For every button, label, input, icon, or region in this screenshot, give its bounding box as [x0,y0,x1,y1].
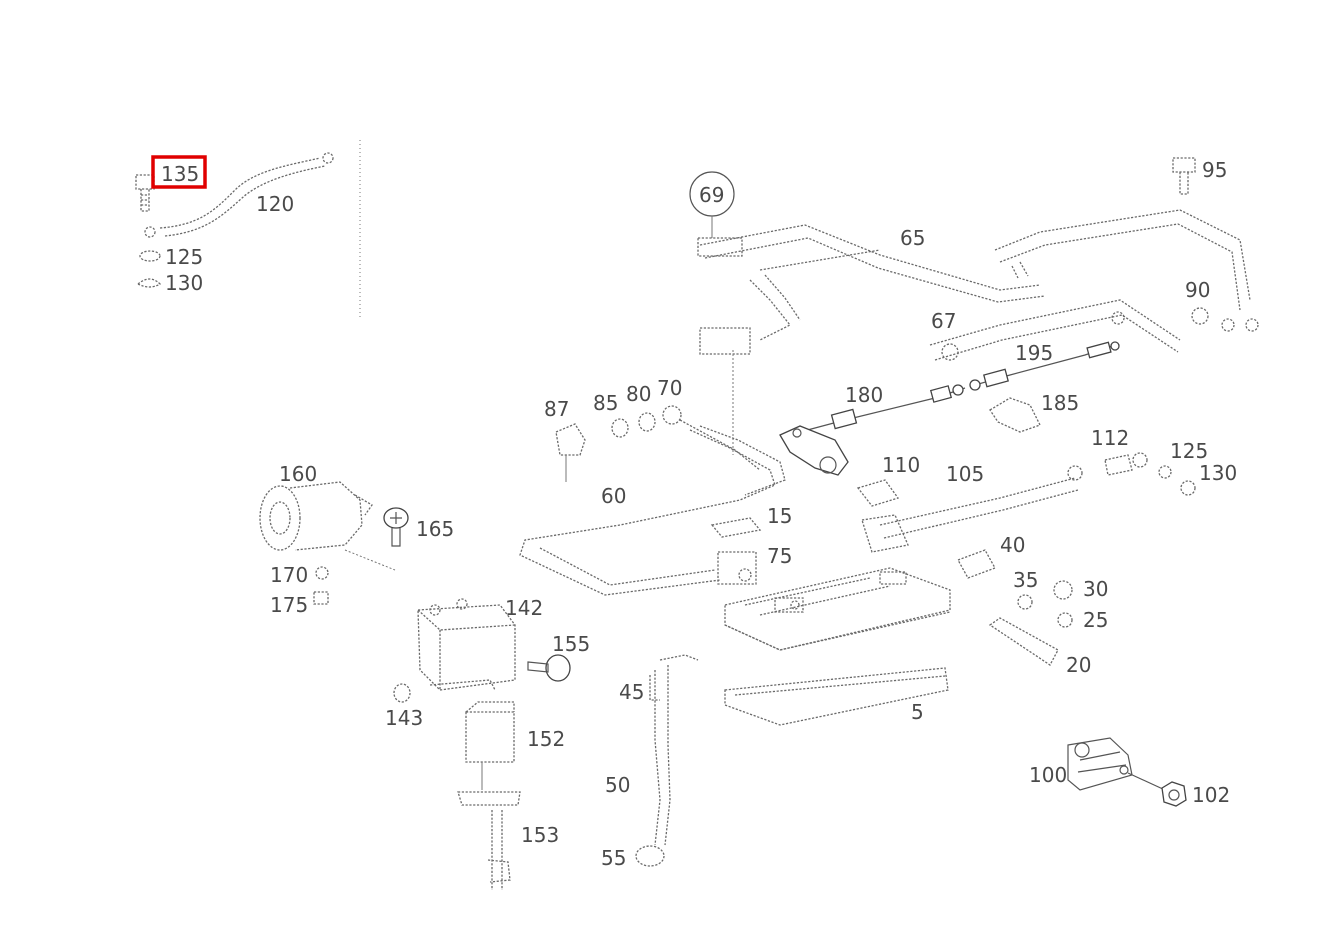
label-120[interactable]: 120 [256,192,294,216]
label-67[interactable]: 67 [931,309,956,333]
label-125b[interactable]: 125 [1170,439,1208,463]
clamp-185-icon [989,397,1041,433]
label-87[interactable]: 87 [544,397,569,421]
label-95[interactable]: 95 [1202,158,1227,182]
bracket-15-icon [710,517,762,538]
relay-75-icon [717,551,757,585]
harness-67-icon [929,299,1181,361]
label-55[interactable]: 55 [601,846,626,870]
label-30[interactable]: 30 [1083,577,1108,601]
label-195[interactable]: 195 [1015,341,1053,365]
connector-70-icon [662,405,761,471]
label-69[interactable]: 69 [699,183,724,207]
label-153[interactable]: 153 [521,823,559,847]
label-60[interactable]: 60 [601,484,626,508]
connector-80-icon [638,412,656,432]
label-112[interactable]: 112 [1091,426,1129,450]
label-40[interactable]: 40 [1000,533,1025,557]
tray-5-icon [724,667,949,726]
callout-69 [689,171,735,238]
label-50[interactable]: 50 [605,773,630,797]
label-180[interactable]: 180 [845,383,883,407]
clip-110-icon [856,479,900,507]
connector-87-icon [555,423,586,482]
label-135[interactable]: 135 [161,162,199,186]
label-15[interactable]: 15 [767,504,792,528]
label-25[interactable]: 25 [1083,608,1108,632]
cable-180-icon [779,384,966,476]
washer-130-icon [137,278,162,288]
label-65[interactable]: 65 [900,226,925,250]
label-90[interactable]: 90 [1185,278,1210,302]
battery-5-icon [724,567,951,651]
label-130b[interactable]: 130 [1199,461,1237,485]
label-20[interactable]: 20 [1066,653,1091,677]
clip-35-icon [1017,594,1033,610]
washer-125b-icon [1158,465,1172,479]
hose-45-icon [649,654,699,846]
label-80[interactable]: 80 [626,382,651,406]
highlight-box [151,155,207,189]
bolt-155-icon [527,654,571,682]
label-165[interactable]: 165 [416,517,454,541]
label-160[interactable]: 160 [279,462,317,486]
inset-group [135,140,361,320]
cable-105-icon [861,465,1083,553]
harness-65-icon [697,209,1259,355]
label-142[interactable]: 142 [505,596,543,620]
label-85[interactable]: 85 [593,391,618,415]
bolt-165-icon [383,507,409,547]
plug-153-icon [457,791,521,890]
label-125[interactable]: 125 [165,245,203,269]
label-130[interactable]: 130 [165,271,203,295]
bolt-95-icon [1172,157,1196,195]
washer-143-icon [393,683,411,703]
connector-85-icon [611,418,629,438]
bracket-100-icon [1067,737,1166,791]
label-75[interactable]: 75 [767,544,792,568]
terminal-112-icon [1104,452,1148,476]
module-142-icon [417,598,516,691]
label-155[interactable]: 155 [552,632,590,656]
relay-152-icon [465,701,515,790]
label-100[interactable]: 100 [1029,763,1067,787]
label-105[interactable]: 105 [946,462,984,486]
washer-130b-icon [1180,480,1196,496]
grommet-55-icon [635,845,665,867]
nut-175-icon [313,591,329,605]
washer-170-icon [315,566,329,580]
label-45[interactable]: 45 [619,680,644,704]
labels: 135 120 125 130 69 65 95 90 67 195 180 1… [151,155,1237,870]
washer-25-icon [1057,612,1073,628]
cable-120-icon [144,152,334,238]
cable-195-icon [969,341,1120,391]
label-70[interactable]: 70 [657,376,682,400]
harness-60-icon [519,350,786,596]
washer-125-icon [139,250,161,262]
label-143[interactable]: 143 [385,706,423,730]
label-152[interactable]: 152 [527,727,565,751]
bar-20-icon [988,617,1059,666]
nut-102-icon [1161,781,1187,807]
nut-30-icon [1053,580,1073,600]
label-185[interactable]: 185 [1041,391,1079,415]
fuse-40-icon [957,549,996,579]
label-35[interactable]: 35 [1013,568,1038,592]
label-110[interactable]: 110 [882,453,920,477]
label-5[interactable]: 5 [911,700,924,724]
label-175[interactable]: 175 [270,593,308,617]
label-102[interactable]: 102 [1192,783,1230,807]
label-170[interactable]: 170 [270,563,308,587]
horn-160-icon [259,481,396,571]
